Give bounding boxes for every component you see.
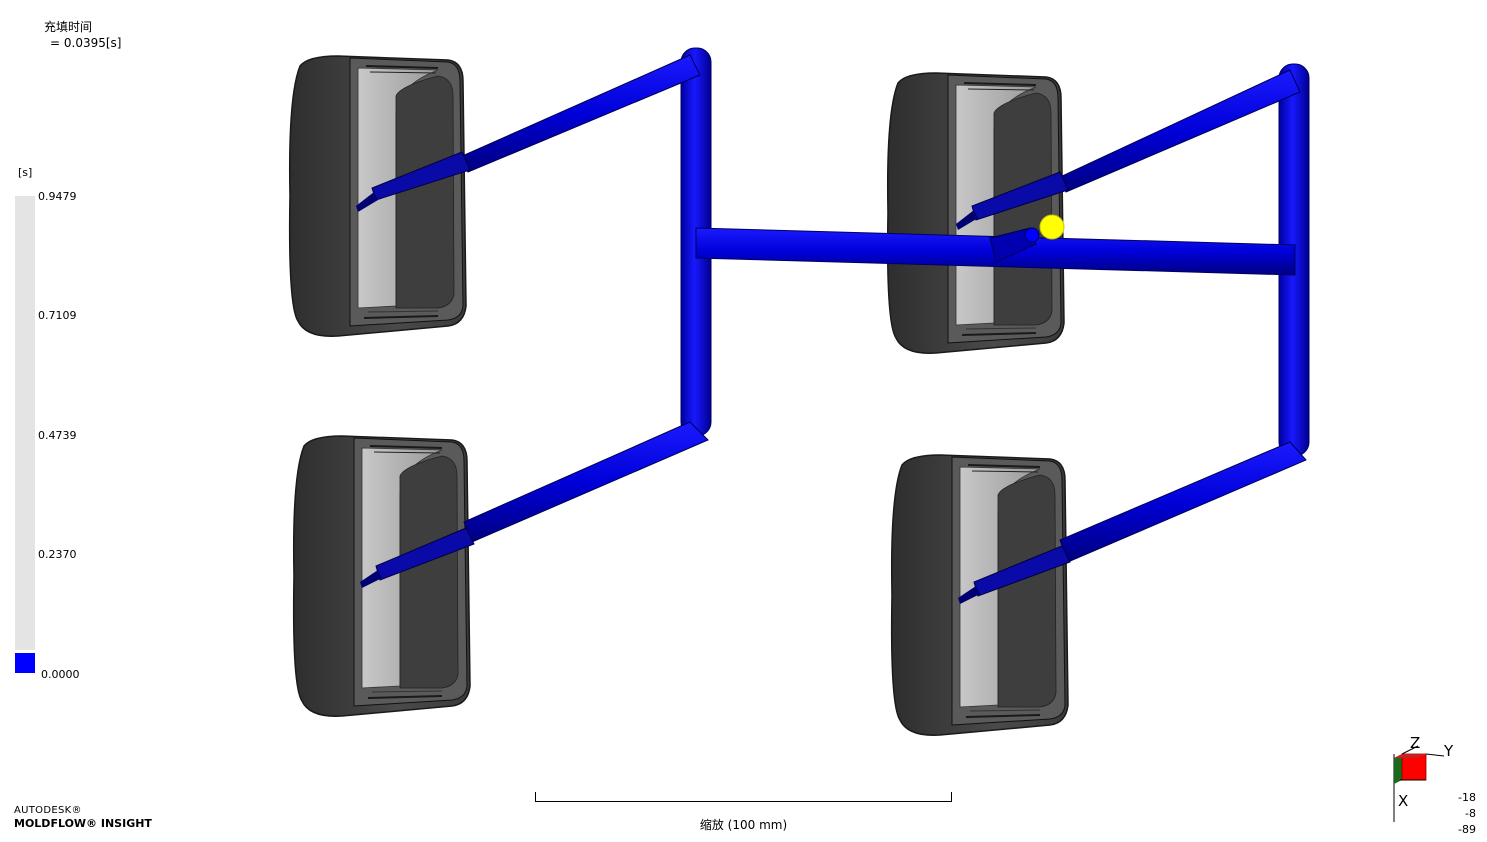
legend-tick: 0.7109 bbox=[38, 309, 77, 322]
orientation-value: -18 bbox=[1458, 791, 1476, 804]
injection-point-icon bbox=[1039, 214, 1065, 240]
result-header: 充填时间 = 0.0395[s] bbox=[44, 19, 121, 51]
orientation-value: -8 bbox=[1465, 807, 1476, 820]
result-name: 充填时间 bbox=[44, 20, 93, 34]
scale-label: 缩放 (100 mm) bbox=[699, 818, 788, 832]
axis-label-x: X bbox=[1398, 792, 1409, 810]
legend-tick: 0.2370 bbox=[38, 548, 77, 561]
legend-unit: [s] bbox=[18, 166, 33, 179]
legend-tick: 0.4739 bbox=[38, 429, 77, 442]
brand-line-2: MOLDFLOW® INSIGHT bbox=[14, 817, 152, 830]
brand-logo: AUTODESK® MOLDFLOW® INSIGHT bbox=[14, 804, 152, 830]
axis-triad[interactable]: Z Y X bbox=[1390, 734, 1460, 826]
view-orientation: -18 -8 -89 bbox=[1430, 790, 1476, 838]
legend-tick-max: 0.9479 bbox=[38, 190, 77, 203]
scale-bar bbox=[535, 792, 952, 802]
orientation-value: -89 bbox=[1458, 823, 1476, 836]
brand-line-1: AUTODESK® bbox=[14, 805, 82, 816]
axis-cube-icon bbox=[1393, 745, 1445, 822]
result-value: = 0.0395[s] bbox=[50, 36, 122, 50]
axis-label-y: Y bbox=[1444, 742, 1454, 760]
axis-label-z: Z bbox=[1410, 734, 1421, 752]
legend-color-bar bbox=[15, 196, 35, 650]
legend-filled-swatch bbox=[15, 653, 35, 673]
legend-tick-min: 0.0000 bbox=[41, 668, 80, 681]
